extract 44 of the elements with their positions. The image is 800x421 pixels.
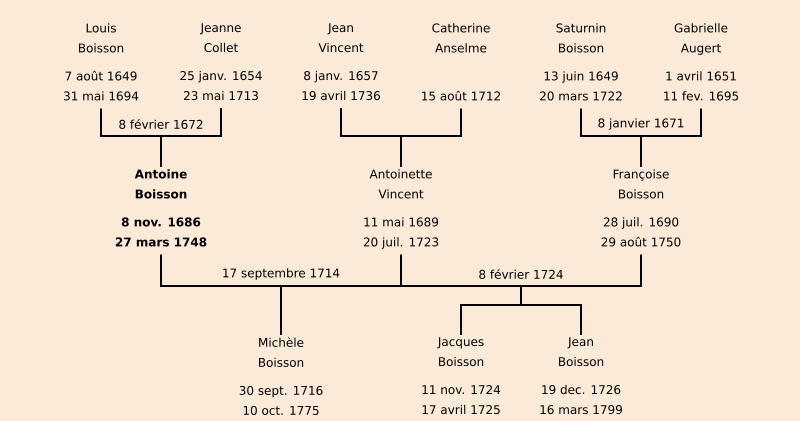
date-text: 28 juil. 1690	[604, 217, 678, 229]
date-text: 16 mars 1799	[540, 405, 622, 414]
family-line	[160, 108, 222, 167]
family-line	[280, 254, 402, 335]
person-name: Antoinette Vincent	[370, 169, 432, 198]
person-name: Antoine Boisson	[134, 169, 187, 198]
person-name: Jeanne Collet	[200, 23, 241, 52]
date-text: 29 août 1750	[602, 236, 680, 246]
person-name: Saturnin Boisson	[556, 23, 606, 52]
person-name: Michèle Boisson	[259, 337, 304, 367]
edge-label: 8 février 1672	[117, 118, 205, 130]
edge-label: 17 septembre 1714	[220, 267, 342, 281]
family-line	[400, 108, 462, 167]
person-name: Françoise Boisson	[614, 169, 669, 198]
date-text: 11 mai 1689	[364, 217, 438, 226]
date-text: 31 mai 1694	[64, 91, 138, 100]
date-text: 19 avril 1736	[302, 90, 380, 100]
date-text: 15 août 1712	[422, 90, 500, 100]
date-text: 1 avril 1651	[666, 71, 736, 80]
date-text: 27 mars 1748	[116, 237, 206, 246]
person-name: Catherine Anselme	[432, 23, 490, 52]
person-name: Jean Vincent	[318, 23, 364, 52]
person-name: Jacques Boisson	[437, 337, 484, 366]
person-name: Jean Boisson	[559, 337, 604, 366]
person-name: Louis Boisson	[79, 23, 124, 52]
date-text: 20 mars 1722	[540, 91, 622, 100]
family-line	[520, 254, 642, 335]
family-line	[640, 108, 702, 167]
date-text: 17 avril 1725	[422, 404, 500, 414]
date-text: 30 sept. 1716	[240, 386, 322, 398]
date-text: 13 juin 1649	[544, 71, 618, 83]
date-text: 8 nov. 1686	[122, 217, 200, 226]
date-text: 20 juil. 1723	[364, 237, 438, 249]
edge-label: 8 février 1724	[477, 268, 565, 280]
date-text: 23 mai 1713	[184, 90, 258, 100]
date-text: 25 janv. 1654	[180, 70, 262, 82]
date-text: 10 oct. 1775	[244, 406, 319, 415]
date-text: 11 nov. 1724	[422, 385, 500, 394]
date-text: 8 janv. 1657	[304, 70, 378, 82]
date-text: 11 fev. 1695	[664, 91, 738, 100]
date-text: 19 dec. 1726	[542, 384, 620, 394]
date-text: 7 août 1649	[66, 70, 137, 80]
person-name: Gabrielle Augert	[674, 23, 728, 55]
edge-label: 8 janvier 1671	[596, 117, 686, 131]
